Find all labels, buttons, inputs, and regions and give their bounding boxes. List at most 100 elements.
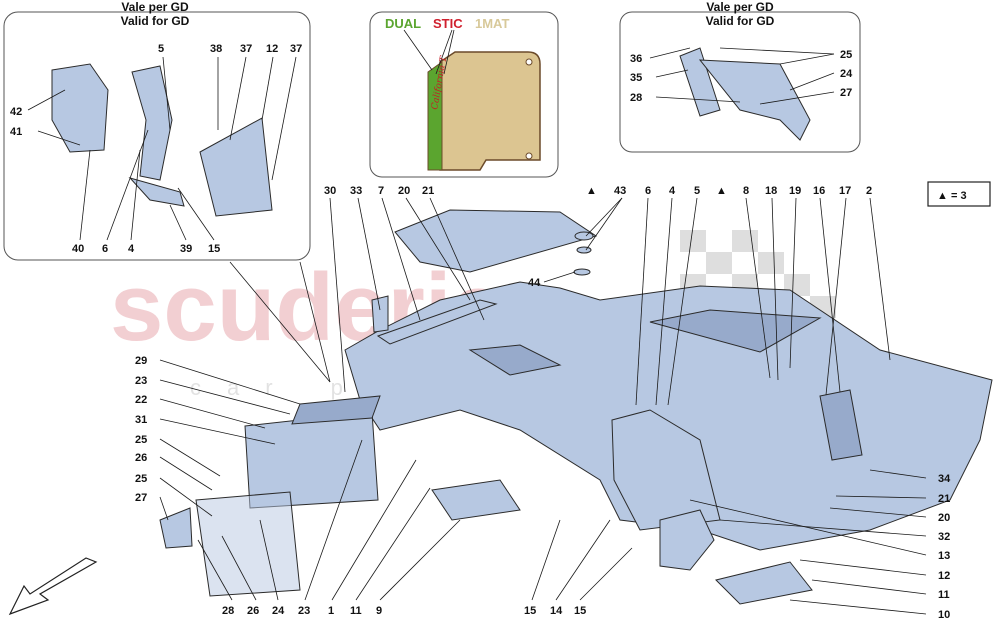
inset-left-leaders (27, 56, 297, 241)
label-7: 7 (378, 185, 384, 197)
label-inset-37-a: 37 (240, 43, 252, 55)
label-9: 9 (376, 605, 382, 617)
panel-5-part (131, 65, 173, 181)
label-27: 27 (135, 492, 147, 504)
label-24: 24 (272, 605, 285, 617)
direction-arrow-icon (8, 557, 98, 616)
note-text: = 3 (951, 190, 967, 202)
label-21: 21 (422, 185, 434, 197)
left-bracket-part (51, 63, 109, 153)
label-1: 1 (328, 605, 334, 617)
mat-green-edge (427, 61, 443, 171)
label-inset-27: 27 (840, 87, 852, 99)
inset-left: Vale per GD Valid for GD 5 38 37 12 37 4… (3, 0, 311, 261)
label-inset-39: 39 (180, 243, 192, 255)
tunnel-top (468, 344, 562, 376)
note-symbol: ▲ (937, 190, 948, 202)
frame-24 (195, 491, 301, 597)
label-6: 6 (645, 185, 651, 197)
label-12: 12 (938, 570, 950, 582)
floor-mat-part (394, 209, 598, 273)
legend-1mat: 1MAT (475, 16, 509, 31)
inset-left-title-1: Vale per GD (121, 0, 189, 14)
label-inset-42: 42 (10, 106, 22, 118)
bracket-27 (159, 507, 193, 549)
bottom-labels: 28 26 24 23 1 11 9 15 14 15 (222, 605, 586, 617)
label-20: 20 (398, 185, 410, 197)
label-43: 43 (614, 185, 626, 197)
label-15-a: 15 (524, 605, 536, 617)
label-triangle-a: ▲ (586, 185, 597, 197)
inset-bracket-35 (679, 47, 721, 117)
label-28: 28 (222, 605, 234, 617)
label-inset-35: 35 (630, 72, 642, 84)
label-inset-41: 41 (10, 126, 22, 138)
label-32: 32 (938, 531, 950, 543)
label-23-bottom: 23 (298, 605, 310, 617)
top-labels: 30 33 7 20 21 ▲ 43 6 4 5 ▲ 8 18 19 16 17… (324, 185, 872, 197)
inset-right-title-1: Vale per GD (706, 0, 774, 14)
panel-22 (244, 411, 379, 509)
frame-9 (431, 479, 521, 521)
mat-clip-1 (525, 58, 533, 66)
label-26-bottom: 26 (247, 605, 259, 617)
label-inset-6: 6 (102, 243, 108, 255)
label-2: 2 (866, 185, 872, 197)
label-8: 8 (743, 185, 749, 197)
label-30: 30 (324, 185, 336, 197)
label-17: 17 (839, 185, 851, 197)
label-44: 44 (528, 277, 541, 289)
mat-pad (649, 309, 822, 353)
legend-leaders (403, 29, 455, 75)
label-inset-4: 4 (128, 243, 135, 255)
label-33: 33 (350, 185, 362, 197)
inset-right: Vale per GD Valid for GD 36 25 35 24 28 … (619, 0, 861, 153)
label-23: 23 (135, 375, 147, 387)
trim-piece-14 (659, 509, 715, 571)
label-16: 16 (813, 185, 825, 197)
label-25-a: 25 (135, 434, 147, 446)
label-20-right: 20 (938, 512, 950, 524)
label-inset-40: 40 (72, 243, 84, 255)
main-leaders (159, 197, 927, 615)
legend-dual: DUAL (385, 16, 421, 31)
quantity-note: ▲ = 3 (927, 181, 991, 207)
inset-frame-24 (698, 59, 811, 141)
label-inset-12: 12 (266, 43, 278, 55)
label-4: 4 (669, 185, 676, 197)
label-5: 5 (694, 185, 700, 197)
grille-29 (291, 395, 381, 425)
plug-43-b (576, 246, 592, 254)
legend-stic: STIC (433, 16, 463, 31)
rail-7 (376, 299, 498, 345)
label-22: 22 (135, 394, 147, 406)
label-inset-36: 36 (630, 53, 642, 65)
label-inset-38: 38 (210, 43, 222, 55)
inset-left-title-2: Valid for GD (121, 14, 190, 28)
label-inset-28: 28 (630, 92, 642, 104)
label-15-b: 15 (574, 605, 586, 617)
mat-clip-2 (525, 152, 533, 160)
label-11: 11 (938, 589, 950, 601)
label-18: 18 (765, 185, 777, 197)
label-inset-15: 15 (208, 243, 220, 255)
label-31: 31 (135, 414, 147, 426)
label-10: 10 (938, 609, 950, 621)
label-14: 14 (550, 605, 563, 617)
label-inset-25: 25 (840, 49, 852, 61)
label-25-b: 25 (135, 473, 147, 485)
label-inset-24: 24 (840, 68, 853, 80)
clip-33 (371, 295, 389, 333)
label-29: 29 (135, 355, 147, 367)
frame-10 (715, 561, 813, 605)
inset-right-leaders (649, 47, 835, 105)
bracket-39-part (128, 177, 185, 207)
plug-44 (573, 268, 591, 276)
label-19: 19 (789, 185, 801, 197)
label-21-right: 21 (938, 493, 950, 505)
label-26: 26 (135, 452, 147, 464)
right-labels: 34 21 20 32 13 12 11 10 (938, 473, 951, 621)
label-inset-5: 5 (158, 43, 164, 55)
panel-12-part (199, 117, 273, 217)
